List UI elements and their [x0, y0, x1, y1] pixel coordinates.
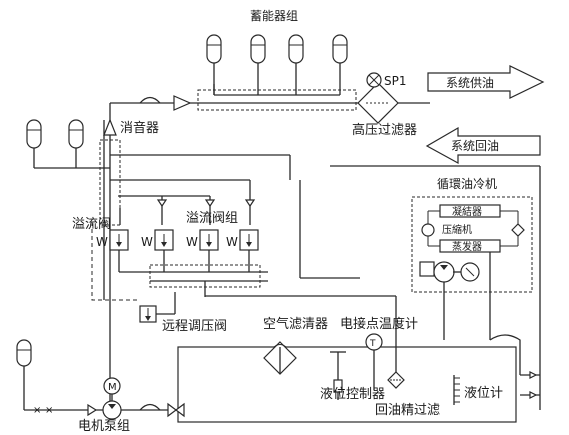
remote-valve-label: 远程调压阀	[162, 319, 227, 334]
pilot-line	[91, 222, 140, 301]
silencer-label: 消音器	[120, 120, 159, 136]
check-x-1: ×	[33, 405, 41, 416]
valve-w-3: W	[186, 235, 198, 249]
system-return-label: 系统回油	[451, 139, 499, 153]
accumulator-4	[332, 34, 348, 95]
hp-filter-symbol	[357, 82, 430, 124]
level-controller-label: 液位控制器	[320, 387, 385, 402]
left-accumulator-2	[68, 119, 84, 168]
condenser-label: 凝結器	[452, 205, 482, 218]
bottom-accumulator	[16, 339, 32, 410]
return-manifold	[118, 250, 268, 297]
accumulator-group	[206, 34, 348, 96]
system-supply-label: 系统供油	[446, 76, 494, 90]
compressor-label: 压縮机	[442, 223, 472, 236]
check-valves	[156, 199, 256, 208]
silencer-symbol	[139, 95, 192, 111]
accumulator-2	[250, 34, 266, 95]
main-riser	[99, 103, 121, 420]
relief-valve-2	[154, 229, 174, 251]
oil-tank	[177, 346, 517, 423]
valve-w-1: W	[96, 235, 108, 249]
air-filter	[263, 341, 297, 375]
pressure-manifold	[110, 89, 360, 111]
distribution-lines	[110, 154, 360, 279]
hp-filter-label: 高压过滤器	[352, 122, 417, 138]
motor-m-label: M	[108, 382, 117, 393]
system-return-arrow	[425, 126, 541, 165]
check-x-2: ×	[45, 405, 53, 416]
thermometer-label: 电接点温度计	[340, 316, 418, 332]
relief-valve-group-label: 溢流阀组	[186, 211, 238, 226]
level-controller	[330, 351, 346, 400]
cooler-unit	[411, 196, 533, 340]
return-filter-label: 回油精过滤	[375, 403, 440, 418]
cooler-label: 循環油冷机	[437, 177, 497, 191]
relief-valve-3	[199, 229, 219, 251]
air-filter-label: 空气滤清器	[263, 316, 328, 332]
system-supply-arrow	[427, 65, 545, 99]
motor-pump-label: 电机泵组	[78, 419, 130, 434]
sp1-pressure-switch	[366, 72, 382, 88]
accumulator-3	[288, 34, 304, 95]
thermometer-t: T	[369, 339, 376, 349]
accumulator-1	[206, 34, 222, 95]
level-gauge-label: 液位计	[464, 386, 503, 401]
relief-valve-1	[109, 229, 129, 251]
tank-side-piping	[489, 166, 541, 410]
valve-w-4: W	[226, 235, 238, 249]
evaporator-label: 蒸发器	[452, 240, 482, 253]
thermometer	[365, 333, 383, 390]
valve-w-2: W	[141, 235, 153, 249]
remote-pressure-valve	[139, 292, 176, 323]
level-gauge	[453, 375, 460, 405]
sp1-label: SP1	[384, 74, 407, 88]
left-accumulator-1	[26, 119, 42, 168]
motor-pump-group: × ×	[24, 377, 185, 420]
accumulator-group-label: 蓄能器组	[250, 9, 298, 23]
return-filter	[205, 295, 405, 389]
relief-valve-4	[239, 229, 259, 251]
